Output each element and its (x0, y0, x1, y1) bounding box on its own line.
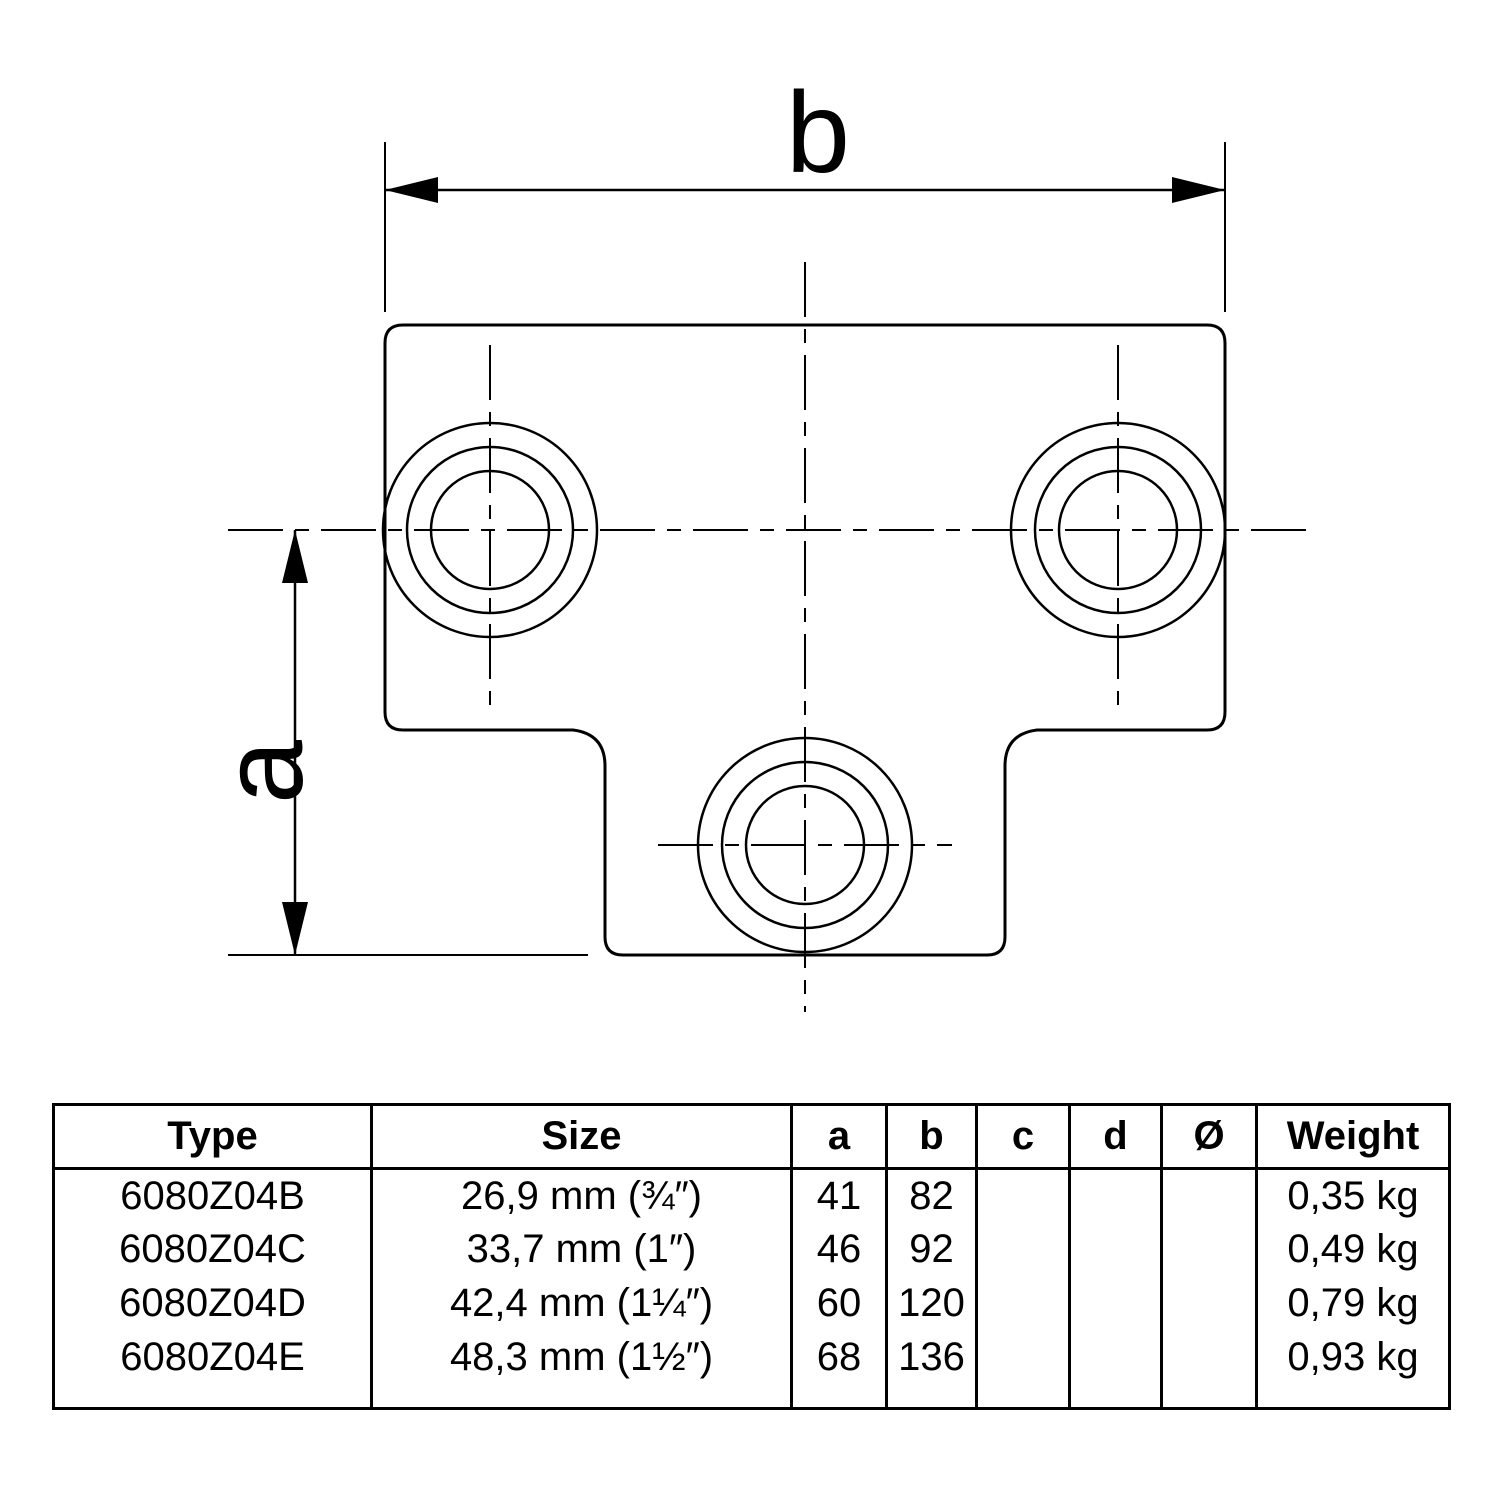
col-header-a: a (790, 1104, 888, 1170)
cell-diameter (1160, 1330, 1258, 1385)
cell-size: 48,3 mm (1½″) (370, 1330, 793, 1385)
socket-bottom-inner-circle (744, 784, 866, 906)
table-row: 6080Z04E 48,3 mm (1½″) 68 136 0,93 kg (52, 1330, 1451, 1385)
cell-a: 46 (790, 1222, 888, 1277)
cell-type: 6080Z04B (52, 1168, 373, 1223)
dim-a-arrow-bottom-icon (282, 902, 308, 955)
cell-empty (975, 1384, 1071, 1409)
cell-empty (790, 1384, 888, 1409)
col-header-c: c (975, 1104, 1071, 1170)
cell-c (975, 1168, 1071, 1223)
socket-bottom-outer-circle (696, 736, 914, 954)
cell-size: 26,9 mm (¾″) (370, 1168, 793, 1223)
cell-d (1068, 1222, 1163, 1277)
cell-diameter (1160, 1168, 1258, 1223)
cell-empty (1160, 1384, 1258, 1409)
cell-size: 33,7 mm (1″) (370, 1222, 793, 1277)
cell-weight: 0,93 kg (1255, 1330, 1451, 1385)
cell-empty (370, 1384, 793, 1409)
cell-a: 68 (790, 1330, 888, 1385)
table-row: 6080Z04D 42,4 mm (1¼″) 60 120 0,79 kg (52, 1276, 1451, 1331)
cell-empty (1255, 1384, 1451, 1409)
col-header-diameter: Ø (1160, 1104, 1258, 1170)
cell-weight: 0,49 kg (1255, 1222, 1451, 1277)
technical-drawing: b a (199, 69, 1312, 1012)
socket-right-outer-circle (1009, 421, 1227, 639)
cell-weight: 0,35 kg (1255, 1168, 1451, 1223)
cell-c (975, 1222, 1071, 1277)
socket-bottom (696, 736, 914, 954)
dim-a-label: a (199, 740, 327, 804)
socket-left (381, 421, 599, 639)
socket-left-inner-circle (429, 469, 551, 591)
cell-diameter (1160, 1276, 1258, 1331)
table-row: 6080Z04B 26,9 mm (¾″) 41 82 0,35 kg (52, 1168, 1451, 1223)
cell-type: 6080Z04E (52, 1330, 373, 1385)
socket-right (1009, 421, 1227, 639)
dim-a-arrow-top-icon (282, 530, 308, 583)
cell-b: 136 (885, 1330, 978, 1385)
cell-c (975, 1276, 1071, 1331)
cell-b: 82 (885, 1168, 978, 1223)
col-header-d: d (1068, 1104, 1163, 1170)
cell-empty (1068, 1384, 1163, 1409)
col-header-b: b (885, 1104, 978, 1170)
cell-d (1068, 1276, 1163, 1331)
fitting-body-outline (383, 323, 1227, 957)
cell-d (1068, 1330, 1163, 1385)
cell-d (1068, 1168, 1163, 1223)
dim-b-arrow-left-icon (385, 177, 438, 203)
cell-size: 42,4 mm (1¼″) (370, 1276, 793, 1331)
cell-empty (52, 1384, 373, 1409)
table-header-row: Type Size a b c d Ø Weight (52, 1104, 1451, 1170)
socket-bottom-middle-circle (720, 760, 890, 930)
col-header-type: Type (52, 1104, 373, 1170)
dim-b-label: b (786, 69, 850, 197)
cell-type: 6080Z04D (52, 1276, 373, 1331)
socket-right-middle-circle (1033, 445, 1203, 615)
cell-a: 60 (790, 1276, 888, 1331)
dimension-a: a (199, 530, 588, 956)
dimension-b: b (384, 69, 1226, 312)
cell-empty (885, 1384, 978, 1409)
table-filler-row (52, 1384, 1451, 1409)
cell-b: 120 (885, 1276, 978, 1331)
centerlines (228, 262, 1312, 1012)
socket-left-middle-circle (405, 445, 575, 615)
socket-left-outer-circle (381, 421, 599, 639)
cell-diameter (1160, 1222, 1258, 1277)
cell-type: 6080Z04C (52, 1222, 373, 1277)
col-header-weight: Weight (1255, 1104, 1451, 1170)
cell-weight: 0,79 kg (1255, 1276, 1451, 1331)
table-row: 6080Z04C 33,7 mm (1″) 46 92 0,49 kg (52, 1222, 1451, 1277)
cell-c (975, 1330, 1071, 1385)
cell-a: 41 (790, 1168, 888, 1223)
socket-right-inner-circle (1057, 469, 1179, 591)
dim-b-arrow-right-icon (1172, 177, 1225, 203)
spec-table: Type Size a b c d Ø Weight 6080Z04B 26,9… (52, 1103, 1451, 1410)
col-header-size: Size (370, 1104, 793, 1170)
cell-b: 92 (885, 1222, 978, 1277)
